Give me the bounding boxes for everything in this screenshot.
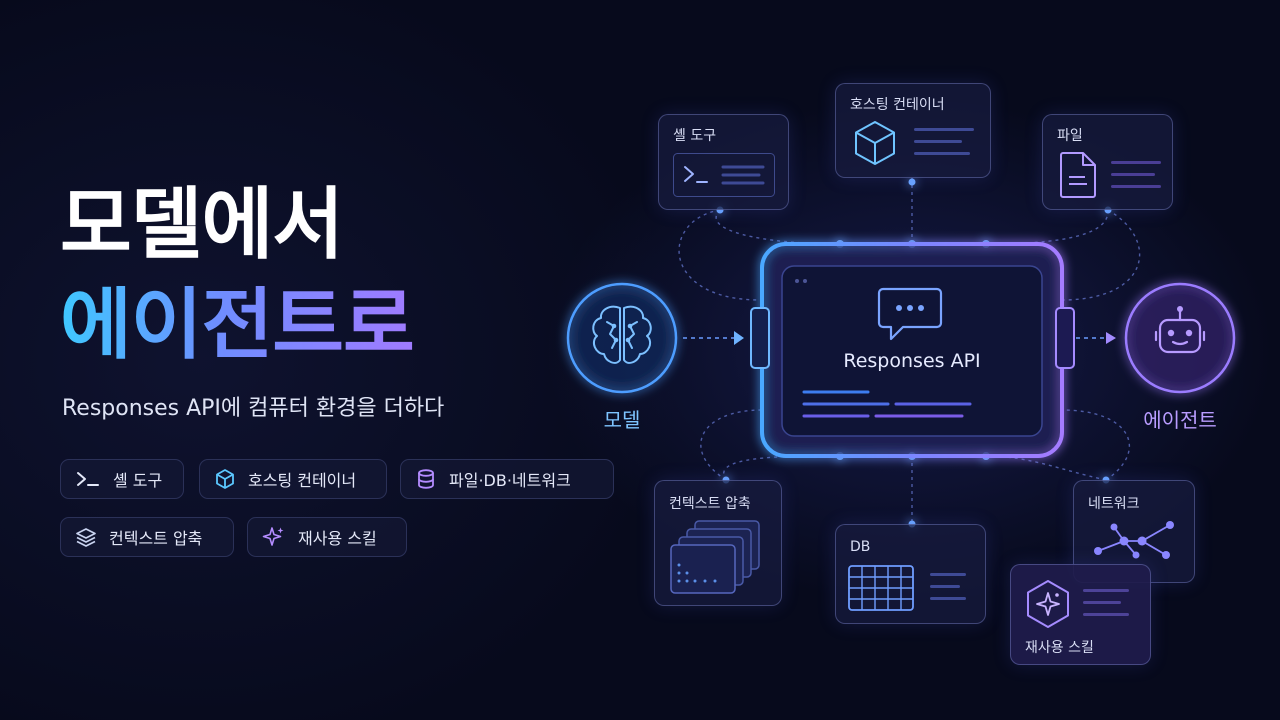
feature-chip-context: 컨텍스트 압축 (60, 517, 234, 557)
feature-chip-label: 셸 도구 (113, 471, 163, 490)
feature-chip-shell: 셸 도구 (60, 459, 184, 499)
card-label: 호스팅 컨테이너 (850, 97, 945, 113)
stacked-pages-icon (670, 520, 760, 594)
sparkle-icon (262, 527, 284, 546)
reusable-skill-card: 재사용 스킬 (1010, 564, 1151, 665)
terminal-icon (77, 472, 99, 486)
chat-bubble-icon (877, 287, 943, 341)
feature-chip-skill: 재사용 스킬 (247, 517, 407, 557)
hero-subtitle: Responses API에 컴퓨터 환경을 더하다 (62, 396, 445, 421)
hexagon-sparkle-icon (1027, 580, 1069, 628)
responses-api-label: Responses API (843, 350, 981, 372)
hero-title-line2: 에이전트로 (60, 280, 415, 370)
db-card: DB (835, 524, 986, 624)
feature-chip-label: 재사용 스킬 (298, 529, 377, 548)
hero-title-line1: 모델에서 (60, 180, 344, 270)
card-label: DB (850, 539, 871, 555)
hosted-container-card: 호스팅 컨테이너 (835, 83, 991, 178)
card-label: 네트워크 (1088, 496, 1140, 512)
context-compression-card: 컨텍스트 압축 (654, 480, 782, 606)
card-label: 컨텍스트 압축 (669, 496, 751, 512)
feature-chip-label: 호스팅 컨테이너 (248, 471, 357, 490)
card-label: 셸 도구 (673, 128, 717, 144)
brain-icon (592, 305, 652, 364)
robot-icon (1154, 310, 1206, 354)
layers-icon (76, 528, 96, 547)
card-label: 재사용 스킬 (1025, 640, 1094, 656)
feature-chip-storage: 파일·DB·네트워크 (400, 459, 614, 499)
file-icon (1060, 152, 1096, 198)
agent-label: 에이전트 (1143, 408, 1217, 432)
model-label: 모델 (603, 408, 641, 432)
file-card: 파일 (1042, 114, 1173, 210)
card-label: 파일 (1057, 128, 1083, 144)
feature-chip-container: 호스팅 컨테이너 (199, 459, 387, 499)
agent-node (1124, 282, 1236, 394)
network-graph-icon (1094, 521, 1174, 559)
feature-chip-label: 컨텍스트 압축 (109, 529, 203, 548)
cube-icon (216, 469, 234, 489)
model-node (566, 282, 678, 394)
table-grid-icon (848, 565, 914, 611)
database-icon (418, 469, 434, 489)
terminal-icon (673, 153, 775, 197)
feature-chip-label: 파일·DB·네트워크 (449, 471, 571, 490)
shell-tool-card: 셸 도구 (658, 114, 789, 210)
cube-icon (855, 121, 895, 165)
